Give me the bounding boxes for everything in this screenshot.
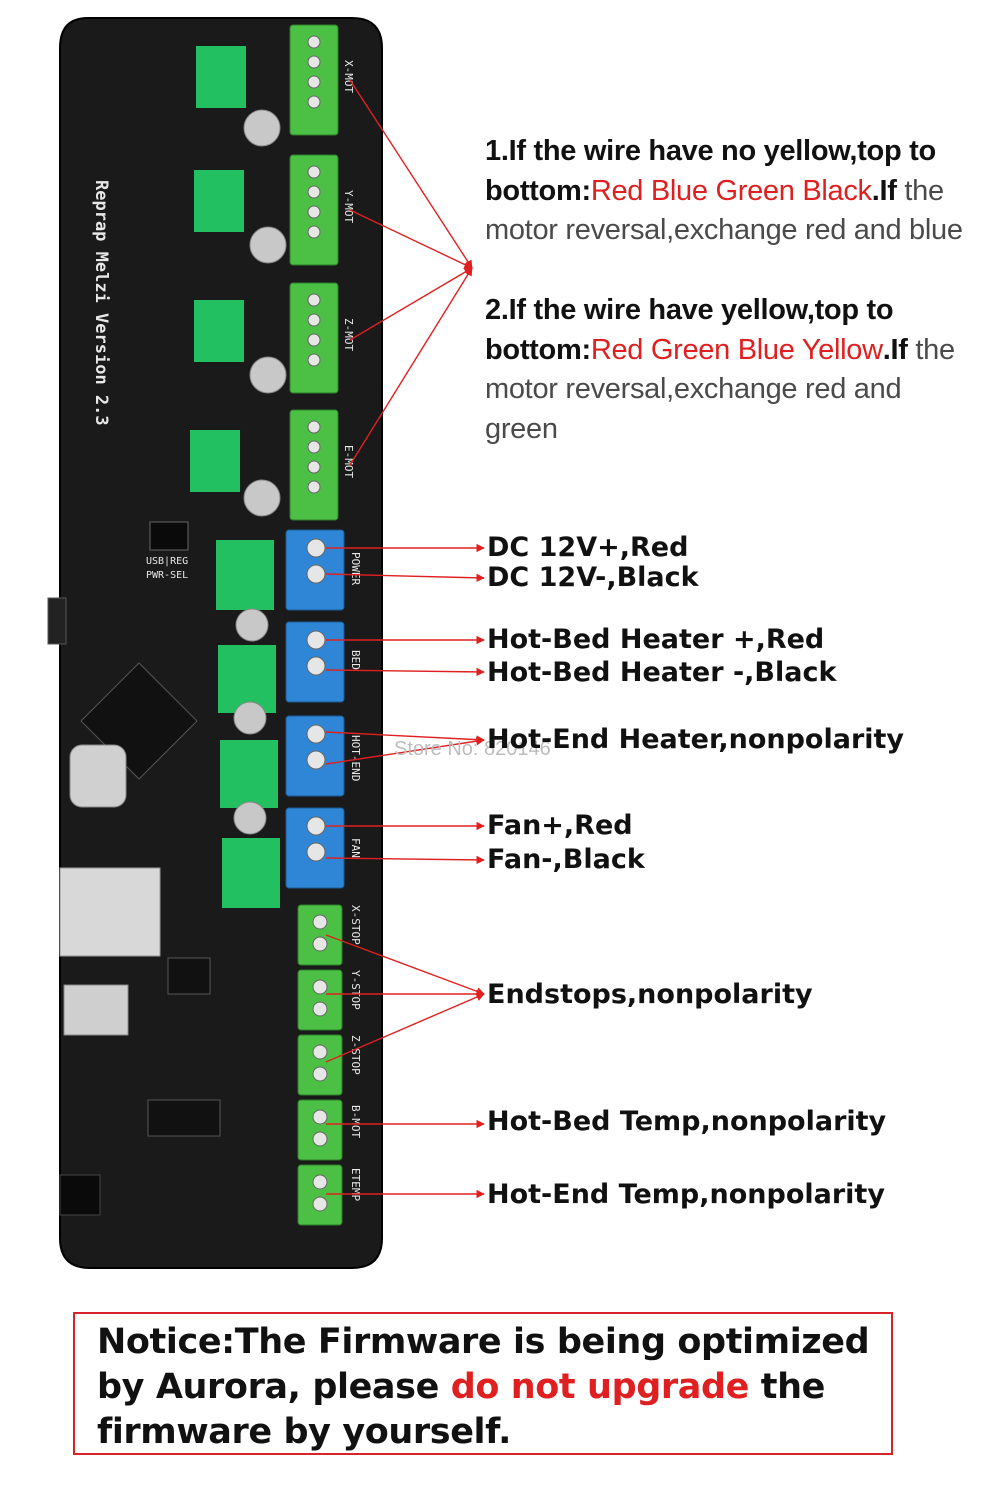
capacitor <box>243 109 281 147</box>
terminal-screws <box>306 35 328 1212</box>
label-fan-positive: Fan+,Red <box>487 810 633 841</box>
silk-usb-reg: USB|REG <box>146 556 188 567</box>
terminal-y-stop <box>297 969 343 1031</box>
heatsink <box>222 838 280 908</box>
firmware-notice-box: Notice:The Firmware is being optimized b… <box>73 1312 893 1455</box>
heatsink <box>196 46 246 108</box>
silk-x-stop: X-STOP <box>349 905 362 945</box>
heatsink <box>194 300 244 362</box>
silk-x-mot: X-MOT <box>342 60 355 93</box>
usb-port <box>63 984 129 1036</box>
silk-y-mot: Y-MOT <box>342 190 355 223</box>
silk-y-stop: Y-STOP <box>349 970 362 1010</box>
silk-bed: BED <box>349 650 362 670</box>
silk-fan: FAN <box>349 838 362 858</box>
instruction-2-reversal: the motor reversal,exchange red and gree… <box>485 333 955 445</box>
instruction-1-reversal: the motor reversal,exchange red and blue <box>485 174 963 247</box>
notice-part1: Notice:The Firmware is being optimized b… <box>97 1322 870 1407</box>
silk-z-stop: Z-STOP <box>349 1035 362 1075</box>
label-hot-end-temp: Hot-End Temp,nonpolarity <box>487 1179 885 1210</box>
jumper <box>149 521 189 551</box>
crystal-oscillator <box>69 744 127 808</box>
sensor-terminals <box>297 904 343 1226</box>
heatsink <box>218 645 276 713</box>
firmware-notice-text: Notice:The Firmware is being optimized b… <box>97 1320 897 1455</box>
label-fan-negative: Fan-,Black <box>487 844 645 875</box>
ic-chip <box>167 957 211 995</box>
reset-button <box>47 597 67 645</box>
terminal-b-mot <box>297 1099 343 1161</box>
label-dc-negative: DC 12V-,Black <box>487 562 699 593</box>
pin-header <box>59 1174 101 1216</box>
instruction-1-colors: Red Blue Green Black <box>590 174 872 207</box>
silk-etemp: ETEMP <box>349 1168 362 1201</box>
board-title: Reprap Melzi Version 2.3 <box>91 180 111 426</box>
callout-arrows <box>325 79 485 1199</box>
sd-card-slot <box>59 867 161 957</box>
capacitor <box>233 701 267 735</box>
label-hot-end-heater: Hot-End Heater,nonpolarity <box>487 724 905 755</box>
heatsink <box>220 740 278 808</box>
notice-part2: the firmware by yourself. <box>97 1367 825 1452</box>
terminal-etemp <box>297 1164 343 1226</box>
label-hot-bed-temp: Hot-Bed Temp,nonpolarity <box>487 1106 887 1137</box>
motor-driver-group <box>190 46 287 517</box>
ic-chip <box>147 1099 221 1137</box>
silk-pwr-sel: PWR-SEL <box>146 570 188 581</box>
label-dc-positive: DC 12V+,Red <box>487 532 689 563</box>
heatsink <box>194 170 244 232</box>
instruction-2-colors: Red Green Blue Yellow <box>590 333 883 366</box>
capacitor <box>233 801 267 835</box>
label-bed-heater-negative: Hot-Bed Heater -,Black <box>487 657 837 688</box>
silk-e-mot: E-MOT <box>342 445 355 478</box>
label-bed-heater-positive: Hot-Bed Heater +,Red <box>487 624 825 655</box>
terminal-z-stop <box>297 1034 343 1096</box>
instruction-2: 2.If the wire have yellow,top to bottom:… <box>485 291 975 449</box>
capacitor <box>235 608 269 642</box>
terminal-x-stop <box>297 904 343 966</box>
instruction-1-lead: 1.If the wire have no yellow,top to bott… <box>485 135 936 207</box>
silk-power: POWER <box>349 552 362 585</box>
heatsink <box>216 540 274 610</box>
heatsink <box>190 430 240 492</box>
instruction-1: 1.If the wire have no yellow,top to bott… <box>485 132 975 251</box>
silk-b-mot: B-MOT <box>349 1105 362 1138</box>
store-watermark: Store No: 820146 <box>394 738 551 760</box>
silk-z-mot: Z-MOT <box>342 318 355 351</box>
capacitor <box>249 226 287 264</box>
capacitor <box>243 479 281 517</box>
capacitor <box>249 356 287 394</box>
label-endstops: Endstops,nonpolarity <box>487 979 813 1010</box>
silk-hot-end: HOT-END <box>349 735 362 781</box>
instruction-2-if: .If <box>882 333 908 366</box>
notice-highlight: do not upgrade <box>450 1367 750 1407</box>
instruction-2-lead: 2.If the wire have yellow,top to bottom: <box>485 294 894 366</box>
instruction-1-if: .If <box>871 174 897 207</box>
